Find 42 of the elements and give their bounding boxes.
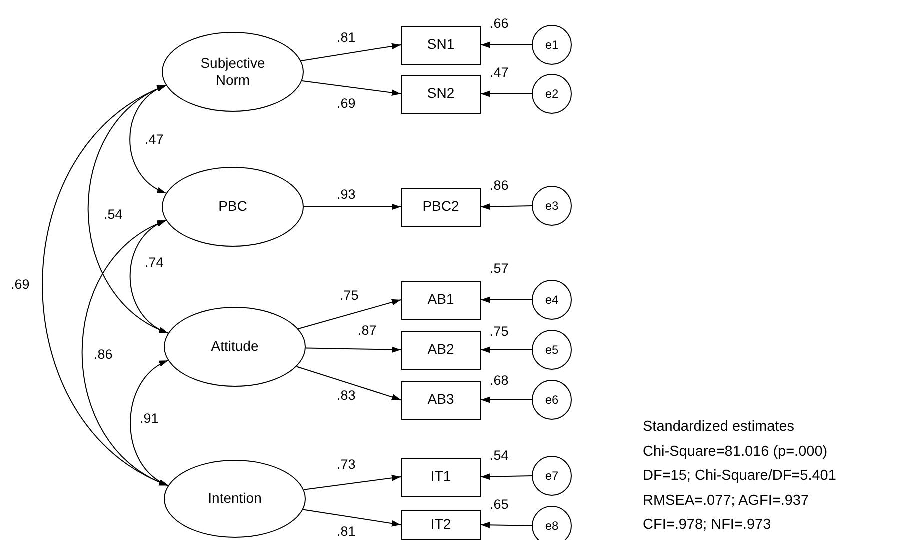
error-term-circle: e5 <box>532 330 572 370</box>
latent-variable-ellipse: Attitude <box>164 307 306 387</box>
arrow <box>480 346 532 354</box>
error-term-circle: e2 <box>532 74 572 114</box>
error-term-circle: e8 <box>532 506 572 540</box>
double-headed-arrow <box>130 360 169 486</box>
observed-variable-box: PBC2 <box>401 188 481 226</box>
arrow <box>302 509 402 527</box>
arrow <box>296 366 402 400</box>
fit-statistics-note: RMSEA=.077; AGFI=.937 <box>643 492 810 510</box>
latent-variable-ellipse: PBC <box>162 167 304 247</box>
arrow <box>480 296 532 304</box>
fit-statistics-note: Chi-Square=81.016 (p=.000) <box>643 444 828 461</box>
latent-variable-ellipse: Subjective Norm <box>162 32 304 112</box>
observed-variable-box: AB3 <box>401 380 481 420</box>
arrow <box>480 522 532 528</box>
arrow <box>480 396 532 404</box>
arrow <box>480 474 532 480</box>
arrow <box>480 42 532 48</box>
fit-statistics-note: DF=15; Chi-Square/DF=5.401 <box>643 468 836 486</box>
arrow <box>302 80 402 96</box>
error-term-circle: e4 <box>532 280 572 320</box>
arrow <box>480 204 532 210</box>
error-term-circle: e1 <box>532 25 572 65</box>
arrow <box>480 90 532 98</box>
arrow <box>305 346 402 353</box>
error-term-circle: e3 <box>532 186 572 226</box>
latent-variable-ellipse: Intention <box>164 460 306 538</box>
observed-variable-box: IT1 <box>401 458 481 496</box>
arrow <box>300 43 402 62</box>
fit-statistics-note: Standardized estimates <box>643 419 795 436</box>
observed-variable-box: IT2 <box>401 510 481 540</box>
observed-variable-box: AB2 <box>401 330 481 370</box>
error-term-circle: e7 <box>532 456 572 496</box>
observed-variable-box: AB1 <box>401 280 481 320</box>
error-term-circle: e6 <box>532 380 572 420</box>
arrow <box>304 204 402 210</box>
arrow <box>304 475 402 490</box>
arrow <box>298 299 402 330</box>
fit-statistics-note: CFI=.978; NFI=.973 <box>643 517 772 534</box>
observed-variable-box: SN1 <box>401 26 481 64</box>
observed-variable-box: SN2 <box>401 74 481 114</box>
